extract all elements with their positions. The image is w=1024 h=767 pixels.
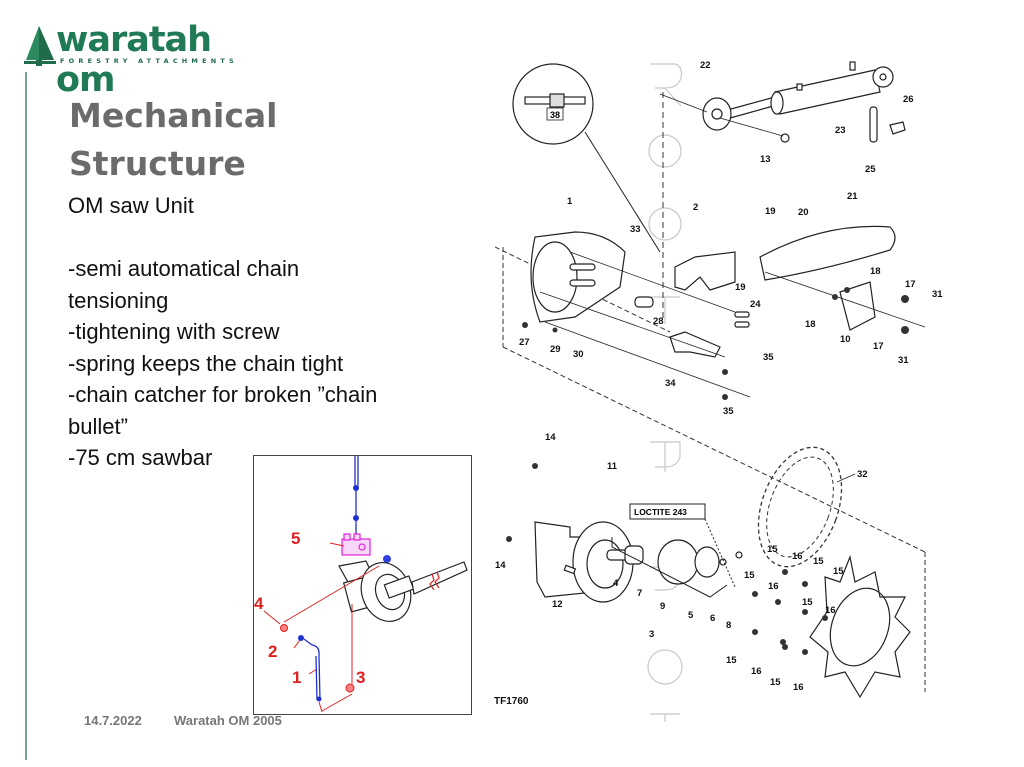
proof-watermark bbox=[647, 63, 683, 722]
part-label: 3 bbox=[649, 629, 654, 640]
part-label: 24 bbox=[750, 299, 761, 310]
bullet-item: -spring keeps the chain tight bbox=[68, 350, 344, 376]
hydraulic-cylinder bbox=[702, 61, 906, 143]
part-label: 16 bbox=[825, 605, 836, 616]
brand-tagline: FORESTRY ATTACHMENTS bbox=[60, 57, 238, 65]
part-label: 34 bbox=[665, 378, 676, 389]
part-label: 15 bbox=[802, 597, 813, 608]
bullet-item: -semi automatical chain tensioning bbox=[68, 256, 300, 313]
part-label: 35 bbox=[723, 406, 734, 417]
part-label: 10 bbox=[840, 334, 851, 345]
bolts bbox=[522, 287, 909, 400]
callout-2: 2 bbox=[268, 642, 277, 661]
part-label: 7 bbox=[637, 588, 642, 599]
tree-icon bbox=[24, 26, 56, 66]
part-label: 21 bbox=[847, 191, 858, 202]
part-label: 31 bbox=[932, 289, 943, 300]
part-label: 15 bbox=[833, 566, 844, 577]
part-label: 20 bbox=[798, 207, 809, 218]
part-labels: 22 26 23 13 25 1 33 2 19 20 21 19 18 17 … bbox=[495, 60, 943, 693]
left-divider bbox=[25, 72, 27, 760]
part-label: 31 bbox=[898, 355, 909, 366]
part-label: 15 bbox=[813, 556, 824, 567]
company-logo: waratah om FORESTRY ATTACHMENTS bbox=[24, 20, 274, 100]
part-label: 29 bbox=[550, 344, 561, 355]
part-label: 27 bbox=[519, 337, 530, 348]
loctite-label: LOCTITE 243 bbox=[634, 507, 687, 517]
part-label: 13 bbox=[760, 154, 771, 165]
part-label: 25 bbox=[865, 164, 876, 175]
part-label: 8 bbox=[726, 620, 731, 631]
bullet-item: -tightening with screw bbox=[68, 319, 280, 344]
part-label: 18 bbox=[805, 319, 816, 330]
part-label: 14 bbox=[495, 560, 506, 571]
part-label: 30 bbox=[573, 349, 584, 360]
part-label: 9 bbox=[660, 601, 665, 612]
part-label: 33 bbox=[630, 224, 641, 235]
hydraulic-motor bbox=[534, 521, 911, 699]
part-label: 19 bbox=[765, 206, 776, 217]
footer-date: 14.7.2022 bbox=[84, 713, 142, 728]
subtitle: OM saw Unit bbox=[68, 193, 194, 218]
part-label: 17 bbox=[873, 341, 884, 352]
callout-1: 1 bbox=[292, 668, 301, 687]
bullet-item: -75 cm sawbar bbox=[68, 445, 213, 470]
part-label: 15 bbox=[767, 544, 778, 555]
detail-label: 38 bbox=[550, 110, 560, 120]
saw-motor bbox=[338, 560, 468, 622]
part-label: 35 bbox=[763, 352, 774, 363]
part-label: 5 bbox=[688, 610, 694, 621]
part-label: 28 bbox=[653, 316, 664, 327]
part-label: 18 bbox=[870, 266, 881, 277]
title-line-2: Structure bbox=[69, 144, 246, 183]
part-label: 22 bbox=[700, 60, 711, 71]
part-label: 15 bbox=[726, 655, 737, 666]
exploded-parts-diagram: 38 bbox=[494, 52, 955, 722]
hose-line bbox=[354, 456, 359, 536]
brand-name: waratah om bbox=[56, 20, 212, 100]
part-label: 11 bbox=[607, 461, 618, 472]
part-label: 2 bbox=[693, 202, 698, 213]
footer-label: Waratah OM 2005 bbox=[174, 713, 282, 728]
part-label: 26 bbox=[903, 94, 914, 105]
title-line-1: Mechanical bbox=[69, 96, 278, 135]
figure-id: TF1760 bbox=[494, 696, 529, 707]
part-label: 16 bbox=[793, 682, 804, 693]
part-label: 1 bbox=[567, 196, 573, 207]
slide-body: OM saw Unit -semi automatical chain tens… bbox=[68, 190, 448, 474]
part-label: 23 bbox=[835, 125, 846, 136]
slide-title: Mechanical Structure bbox=[69, 92, 278, 188]
hydraulic-diagram: 5 4 2 1 3 bbox=[253, 455, 472, 715]
leader-lines bbox=[263, 542, 380, 712]
valve-block bbox=[341, 533, 371, 556]
loctite-box bbox=[629, 503, 706, 520]
detail-circle bbox=[512, 63, 594, 145]
part-label: 6 bbox=[710, 613, 715, 624]
chain-catcher-ring bbox=[757, 446, 843, 568]
callout-4: 4 bbox=[254, 594, 264, 613]
part-label: 19 bbox=[735, 282, 746, 293]
part-label: 15 bbox=[770, 677, 781, 688]
part-label: 32 bbox=[857, 469, 868, 480]
callout-5: 5 bbox=[291, 529, 300, 548]
part-label: 15 bbox=[744, 570, 755, 581]
part-label: 14 bbox=[545, 432, 556, 443]
part-label: 17 bbox=[905, 279, 916, 290]
part-label: 16 bbox=[792, 551, 803, 562]
bullet-item: -chain catcher for broken ”chain bullet” bbox=[68, 382, 378, 439]
part-label: 16 bbox=[768, 581, 779, 592]
part-label: 4 bbox=[613, 578, 619, 589]
part-label: 12 bbox=[552, 599, 563, 610]
callout-3: 3 bbox=[356, 668, 365, 687]
part-label: 16 bbox=[751, 666, 762, 677]
